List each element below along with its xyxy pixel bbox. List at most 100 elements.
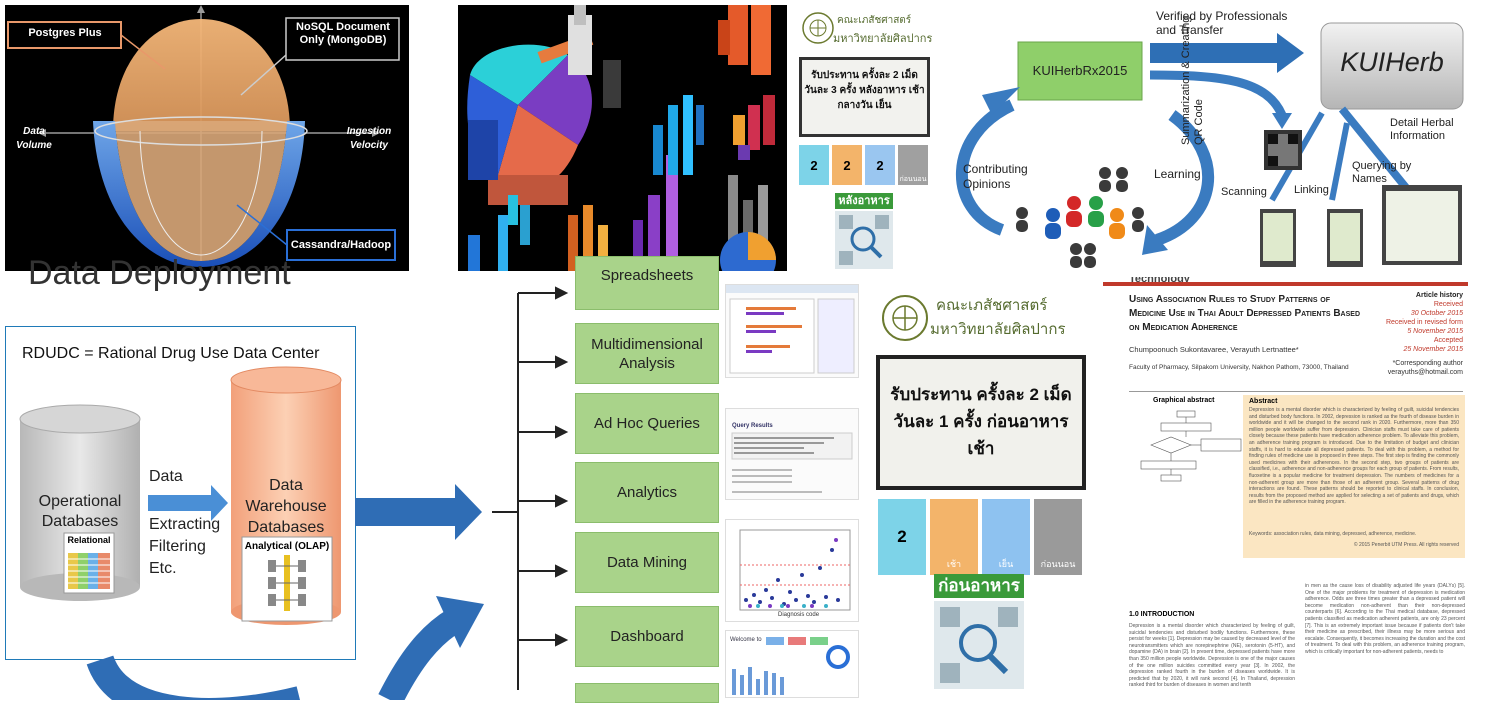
rdudc-graphic	[19, 366, 342, 625]
querying-label: Querying by Names	[1352, 160, 1412, 185]
university-name: มหาวิทยาลัยศิลปากร	[833, 32, 933, 45]
university-seal-icon	[802, 12, 834, 44]
kuiherb-diagram: Verified by Professionals and Transfer K…	[942, 5, 1467, 271]
dose-tile-3: 2	[865, 145, 895, 185]
data-volume-label: Data Volume	[16, 126, 52, 151]
history-label: Article history	[1415, 292, 1463, 299]
kuiherbrx-label: KUIHerbRx2015	[1032, 63, 1128, 78]
dose-tile-large-3: เย็น	[982, 499, 1030, 575]
thumb-query-results: Query Results	[725, 408, 859, 500]
corresponding-email: verayuths@hotmail.com	[1387, 369, 1463, 376]
output-dashboard: Dashboard	[575, 606, 719, 667]
history-revised-label: Received in revised form	[1385, 319, 1463, 326]
copyright-text: © 2015 Penerbit UTM Press. All rights re…	[1353, 541, 1459, 548]
paper-title: Using Association Rules to Study Pattern…	[1129, 294, 1360, 333]
intro-left-column: Depression is a mental disorder which ch…	[1129, 623, 1295, 689]
olap-label: Analytical (OLAP)	[244, 541, 330, 552]
verified-label: Verified by Professionals and Transfer	[1156, 9, 1288, 37]
qr-code-large-icon	[934, 601, 1024, 689]
medication-label-large: คณะเภสัชศาสตร์ มหาวิทยาลัยศิลปากร รับประ…	[864, 283, 1095, 693]
history-revised-date: 5 November 2015	[1407, 328, 1463, 335]
faculty-name: คณะเภสัชศาสตร์	[837, 15, 912, 26]
database-chart-graphic	[7, 5, 400, 267]
output-ad-hoc-queries: Ad Hoc Queries	[575, 393, 719, 454]
data-label: Data	[149, 468, 183, 485]
history-accepted-label: Accepted	[1433, 337, 1463, 344]
qr-code-icon	[835, 211, 893, 269]
query-results-title: Query Results	[732, 423, 773, 429]
university-name-large: มหาวิทยาลัยศิลปากร	[930, 320, 1066, 338]
dashboard-welcome: Welcome to	[730, 637, 762, 643]
meal-timing-badge-large: ก่อนอาหาร	[934, 574, 1024, 598]
output-data-mining: Data Mining	[575, 532, 719, 593]
ingestion-velocity-label: Ingestion Velocity	[346, 126, 392, 151]
operational-db-label: Operational Databases	[38, 493, 122, 530]
article-history: Article history Received 30 October 2015…	[1373, 291, 1463, 354]
abstract-box: Abstract Depression is a mental disorder…	[1243, 395, 1465, 558]
history-received-label: Received	[1433, 301, 1463, 308]
rdudc-title: RDUDC = Rational Drug Use Data Center	[22, 345, 320, 362]
paper-rule	[1103, 282, 1468, 286]
graphical-abstract-label: Graphical abstract	[1153, 397, 1215, 404]
etl-step-extracting: Extracting	[149, 516, 221, 533]
etl-step-filtering: Filtering	[149, 538, 206, 555]
dose-tile-2: 2	[832, 145, 862, 185]
database-comparison-chart: Postgres Plus NoSQL Document Only (Mongo…	[5, 5, 409, 271]
scanning-label: Scanning	[1221, 186, 1267, 198]
output-multidimensional-analysis: Multidimensional Analysis	[575, 323, 719, 384]
dose-tile-large-1: 2	[878, 499, 926, 575]
research-paper: Technology Using Association Rules to St…	[1103, 277, 1468, 693]
journal-fragment: Technology	[1129, 277, 1190, 285]
header-divider	[1129, 391, 1463, 392]
contributing-label: Contributing Opinions	[963, 162, 1028, 191]
spreadsheet-thumbnail	[726, 285, 858, 374]
flowchart-graphic	[1140, 410, 1242, 482]
relational-label: Relational	[67, 535, 111, 545]
paper-affiliation: Faculty of Pharmacy, Silpakorn Universit…	[1129, 364, 1349, 371]
thumb-data-mining: Diagnosis code	[725, 519, 859, 622]
etl-step-etc: Etc.	[149, 560, 177, 577]
kuiherb-brand: KUIHerb	[1340, 47, 1444, 77]
nosql-label: NoSQL Document Only (MongoDB)	[296, 21, 390, 46]
query-results-thumbnail	[731, 432, 853, 493]
keywords-text: Keywords: association rules, data mining…	[1249, 531, 1417, 537]
etl-steps: Extracting Filtering Etc.	[149, 514, 220, 580]
kuiherb-diagram-graphic	[955, 22, 1464, 268]
thumb-dashboard: Welcome to	[725, 630, 859, 698]
paper-authors: Chumpoonuch Sukontavaree, Verayuth Lertn…	[1129, 345, 1299, 354]
university-seal-large-icon	[882, 295, 928, 341]
charts-collage	[458, 5, 787, 271]
history-received-date: 30 October 2015	[1410, 310, 1463, 317]
scatter-thumbnail	[739, 529, 851, 611]
intro-right-column: in men as the cause loss of disability a…	[1305, 583, 1465, 655]
abstract-label: Abstract	[1249, 398, 1278, 405]
corresponding-label: *Corresponding author	[1392, 360, 1463, 367]
output-analytics: Analytics	[575, 462, 719, 523]
linking-label: Linking	[1294, 184, 1329, 196]
dosage-instruction-large: รับประทาน ครั้งละ 2 เม็ด วันละ 1 ครั้ง ก…	[876, 355, 1086, 490]
intro-heading: 1.0 INTRODUCTION	[1129, 611, 1195, 618]
charts-collage-graphic	[467, 5, 776, 271]
thumb-spreadsheet	[725, 284, 859, 378]
dose-tile-large-2: เช้า	[930, 499, 978, 575]
warehouse-label: Data Warehouse Databases	[245, 477, 327, 536]
dashboard-thumbnail	[732, 637, 850, 695]
meal-timing-badge: หลังอาหาร	[835, 193, 893, 209]
postgres-label: Postgres Plus	[28, 27, 102, 39]
corresponding-author: *Corresponding author verayuths@hotmail.…	[1379, 359, 1463, 377]
data-deployment-heading: Data Deployment	[28, 254, 291, 292]
dose-tile-1: 2	[799, 145, 829, 185]
detail-label: Detail Herbal Information	[1390, 117, 1454, 142]
dose-tile-4: ก่อนนอน	[898, 145, 928, 185]
output-more	[575, 683, 719, 703]
cassandra-label: Cassandra/Hadoop	[290, 239, 392, 251]
history-accepted-date: 25 November 2015	[1403, 346, 1463, 353]
medication-label-small: คณะเภสัชศาสตร์ มหาวิทยาลัยศิลปากร รับประ…	[797, 5, 934, 271]
rdudc-diagram: RDUDC = Rational Drug Use Data Center Op…	[5, 326, 356, 660]
output-spreadsheets: Spreadsheets	[575, 256, 719, 310]
dose-tile-large-4: ก่อนนอน	[1034, 499, 1082, 575]
learning-label: Learning	[1154, 167, 1201, 181]
faculty-name-large: คณะเภสัชศาสตร์	[936, 296, 1048, 314]
scatter-xlabel: Diagnosis code	[778, 612, 820, 618]
